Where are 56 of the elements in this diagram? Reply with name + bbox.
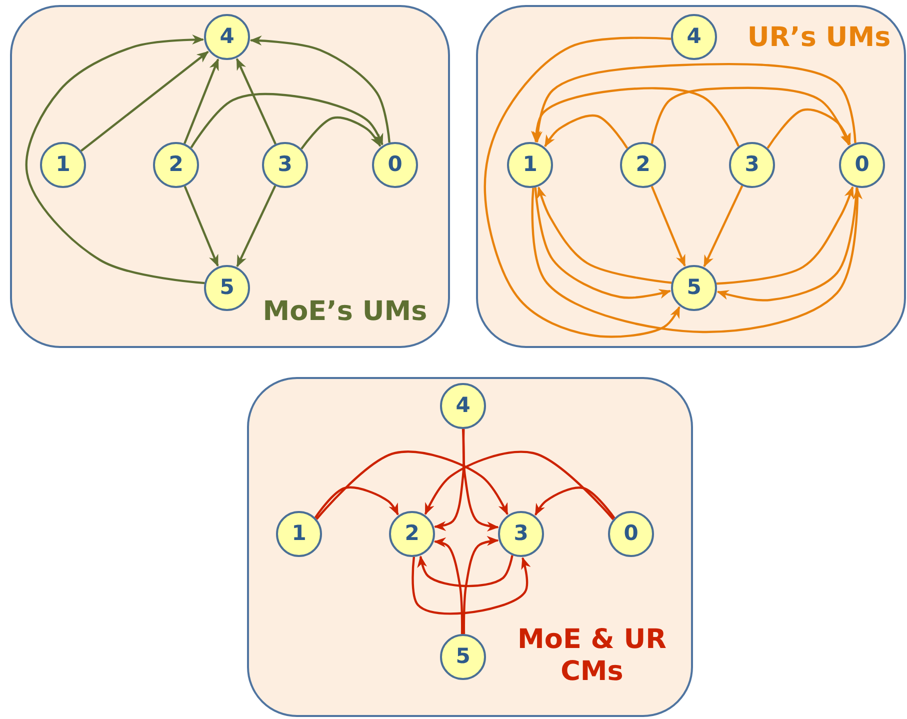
graph-node-circle: 4 (671, 14, 717, 60)
graph-node-circle: 1 (40, 142, 86, 188)
graph-node-circle: 1 (507, 142, 553, 188)
arrow (534, 486, 616, 519)
arrow (316, 450, 508, 520)
graph-node-circle: 3 (729, 142, 775, 188)
arrow (484, 36, 680, 338)
arrow (716, 186, 854, 285)
graph-node-circle: 5 (671, 265, 717, 311)
arrow (424, 450, 614, 520)
arrow (314, 486, 399, 518)
panel-heading: UR’s UMs (746, 22, 892, 54)
arrow (703, 185, 744, 268)
arrow (531, 188, 862, 334)
arrow (80, 50, 209, 152)
arrow (534, 187, 672, 299)
graph-node-circle: 2 (153, 142, 199, 188)
graph-node-circle: 5 (440, 634, 486, 680)
arrow (236, 185, 276, 268)
arrow (650, 186, 686, 267)
graph-node-circle: 0 (608, 511, 654, 557)
arrow (25, 34, 205, 284)
arrow (434, 537, 464, 634)
arrow (766, 108, 851, 149)
graph-node-circle: 1 (276, 511, 322, 557)
graph-node-circle: 3 (262, 142, 308, 188)
graph-node-circle: 5 (204, 265, 250, 311)
graph-node-circle: 0 (839, 142, 885, 188)
arrow (716, 187, 858, 302)
graph-node-circle: 3 (498, 511, 544, 557)
panel-heading: MoE & UR CMs (516, 624, 668, 688)
arrow (434, 428, 465, 531)
arrow (300, 116, 382, 150)
graph-node-circle: 2 (389, 511, 435, 557)
arrow (417, 555, 514, 588)
panel-heading: MoE’s UMs (262, 296, 428, 328)
arrow (190, 92, 384, 148)
panel-card (476, 5, 906, 348)
arrow (650, 86, 850, 146)
arrow (236, 58, 276, 144)
arrow (462, 536, 499, 634)
arrow (536, 186, 672, 284)
arrow (544, 114, 628, 149)
graph-node-circle: 0 (372, 142, 418, 188)
arrow (184, 186, 219, 267)
arrow (250, 36, 391, 143)
arrow (412, 556, 531, 615)
arrow (462, 428, 499, 532)
arrow (532, 62, 856, 144)
panel-card (247, 377, 693, 717)
graph-node-circle: 2 (620, 142, 666, 188)
graph-node-circle: 4 (204, 14, 250, 60)
arrow (531, 87, 740, 147)
graph-node-circle: 4 (440, 383, 486, 429)
panel-card (10, 5, 450, 348)
arrow (184, 58, 220, 144)
